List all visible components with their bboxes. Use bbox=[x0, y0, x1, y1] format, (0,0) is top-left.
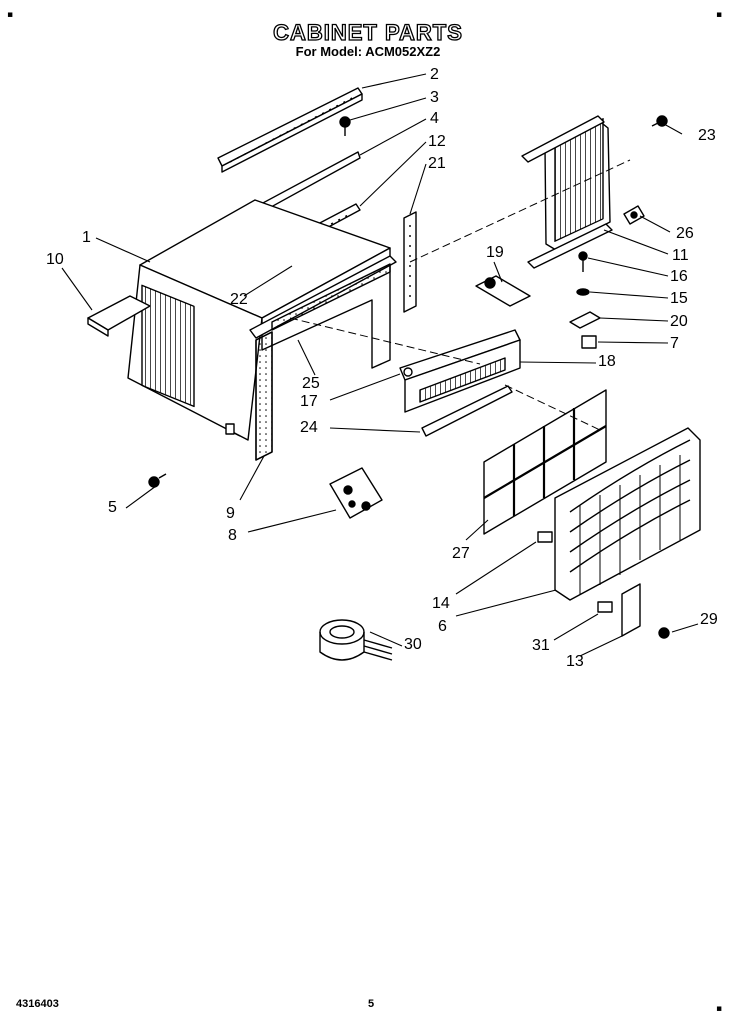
part-13-bracket bbox=[621, 583, 641, 637]
part-18-filter-frame bbox=[399, 329, 521, 413]
callout-19: 19 bbox=[486, 244, 504, 261]
callout-25: 25 bbox=[302, 375, 320, 392]
part-3-screw bbox=[339, 116, 351, 136]
callout-29: 29 bbox=[700, 611, 718, 628]
callout-7: 7 bbox=[670, 335, 679, 352]
corner-mark-top-left: ▪ bbox=[7, 10, 14, 20]
callout-22: 22 bbox=[230, 291, 248, 308]
callout-27: 27 bbox=[452, 545, 470, 562]
callout-3: 3 bbox=[430, 89, 439, 106]
part-31-clip bbox=[597, 601, 613, 613]
part-24-rail bbox=[421, 385, 513, 437]
part-27-filter bbox=[483, 389, 607, 535]
part-25-gasket bbox=[249, 255, 397, 339]
part-9-side-seal bbox=[255, 331, 273, 461]
callout-13: 13 bbox=[566, 653, 584, 670]
part-14-clip bbox=[537, 531, 553, 543]
part-20-latch bbox=[569, 311, 601, 329]
part-10-base-strip bbox=[87, 295, 151, 337]
callout-2: 2 bbox=[430, 66, 439, 83]
callout-6: 6 bbox=[438, 618, 447, 635]
model-subtitle: For Model: ACM052XZ2 bbox=[295, 44, 441, 59]
callout-14: 14 bbox=[432, 595, 450, 612]
callout-20: 20 bbox=[670, 313, 688, 330]
callout-15: 15 bbox=[670, 290, 688, 307]
callout-24: 24 bbox=[300, 419, 318, 436]
footer-part-number: 4316403 bbox=[16, 998, 59, 1010]
callout-30: 30 bbox=[404, 636, 422, 653]
callout-5: 5 bbox=[108, 499, 117, 516]
callout-11: 11 bbox=[672, 247, 689, 264]
callout-9: 9 bbox=[226, 505, 235, 522]
part-8-cushion bbox=[329, 467, 383, 519]
corner-mark-top-right: ▪ bbox=[716, 10, 723, 20]
callout-21: 21 bbox=[428, 155, 446, 172]
part-29-screw bbox=[658, 627, 670, 639]
callout-31: 31 bbox=[532, 637, 550, 654]
part-11-rear-grille bbox=[521, 115, 613, 269]
callout-23: 23 bbox=[698, 127, 716, 144]
part-2-top-rail bbox=[217, 87, 363, 173]
callout-8: 8 bbox=[228, 527, 237, 544]
callout-10: 10 bbox=[46, 251, 64, 268]
part-26-bushing bbox=[623, 205, 645, 225]
part-30-tape-roll bbox=[319, 619, 393, 661]
callout-18: 18 bbox=[598, 353, 616, 370]
callout-26: 26 bbox=[676, 225, 694, 242]
part-15-clip bbox=[576, 288, 590, 296]
callout-4: 4 bbox=[430, 110, 439, 127]
part-5-screw bbox=[148, 473, 167, 488]
part-19-lever bbox=[475, 275, 531, 307]
corner-mark-bottom-right: ▪ bbox=[716, 1004, 723, 1014]
page-title: CABINET PARTS bbox=[272, 19, 463, 45]
callout-12: 12 bbox=[428, 133, 446, 150]
callout-16: 16 bbox=[670, 268, 688, 285]
part-7-block bbox=[581, 335, 597, 349]
part-16-screw bbox=[578, 251, 588, 272]
callout-17: 17 bbox=[300, 393, 318, 410]
footer-page-number: 5 bbox=[368, 998, 375, 1010]
callout-1: 1 bbox=[82, 229, 91, 246]
part-23-screw bbox=[651, 115, 668, 127]
